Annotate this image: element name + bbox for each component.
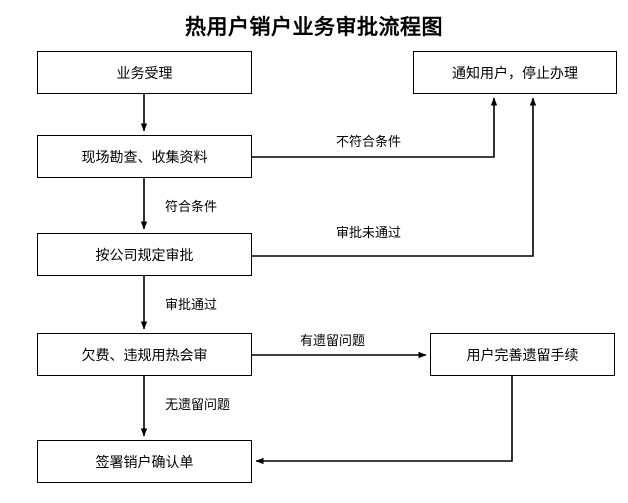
edge-label-has-issues: 有遗留问题 <box>300 334 366 349</box>
node-complete-docs[interactable]: 用户完善遗留手续 <box>430 333 615 376</box>
node-accept-label: 业务受理 <box>116 65 173 82</box>
node-survey[interactable]: 现场勘查、收集资料 <box>37 135 252 178</box>
edge-label-no-issues: 无遗留问题 <box>165 398 231 413</box>
edge-label-not-approved: 审批未通过 <box>336 226 402 241</box>
node-sign-form-label: 签署销户确认单 <box>95 454 194 471</box>
edge-label-not-qualified: 不符合条件 <box>336 135 402 150</box>
node-approve-label: 按公司规定审批 <box>95 247 194 264</box>
node-notify[interactable]: 通知用户，停止办理 <box>413 51 617 94</box>
node-approve[interactable]: 按公司规定审批 <box>37 233 252 276</box>
connector-survey-to-notify <box>252 97 498 158</box>
page-title: 热用户销户业务审批流程图 <box>185 15 443 39</box>
node-accept[interactable]: 业务受理 <box>37 51 252 94</box>
node-joint-review-label: 欠费、违规用热会审 <box>81 347 208 364</box>
edge-label-approved: 审批通过 <box>165 298 218 313</box>
connector-complete-docs-to-sign-form <box>255 376 513 465</box>
node-notify-label: 通知用户，停止办理 <box>452 65 578 82</box>
node-complete-docs-label: 用户完善遗留手续 <box>466 347 579 364</box>
connector-approve-to-notify <box>252 97 537 257</box>
node-survey-label: 现场勘查、收集资料 <box>81 149 208 166</box>
node-joint-review[interactable]: 欠费、违规用热会审 <box>37 333 252 376</box>
edge-label-qualified: 符合条件 <box>165 200 218 215</box>
node-sign-form[interactable]: 签署销户确认单 <box>37 440 252 483</box>
